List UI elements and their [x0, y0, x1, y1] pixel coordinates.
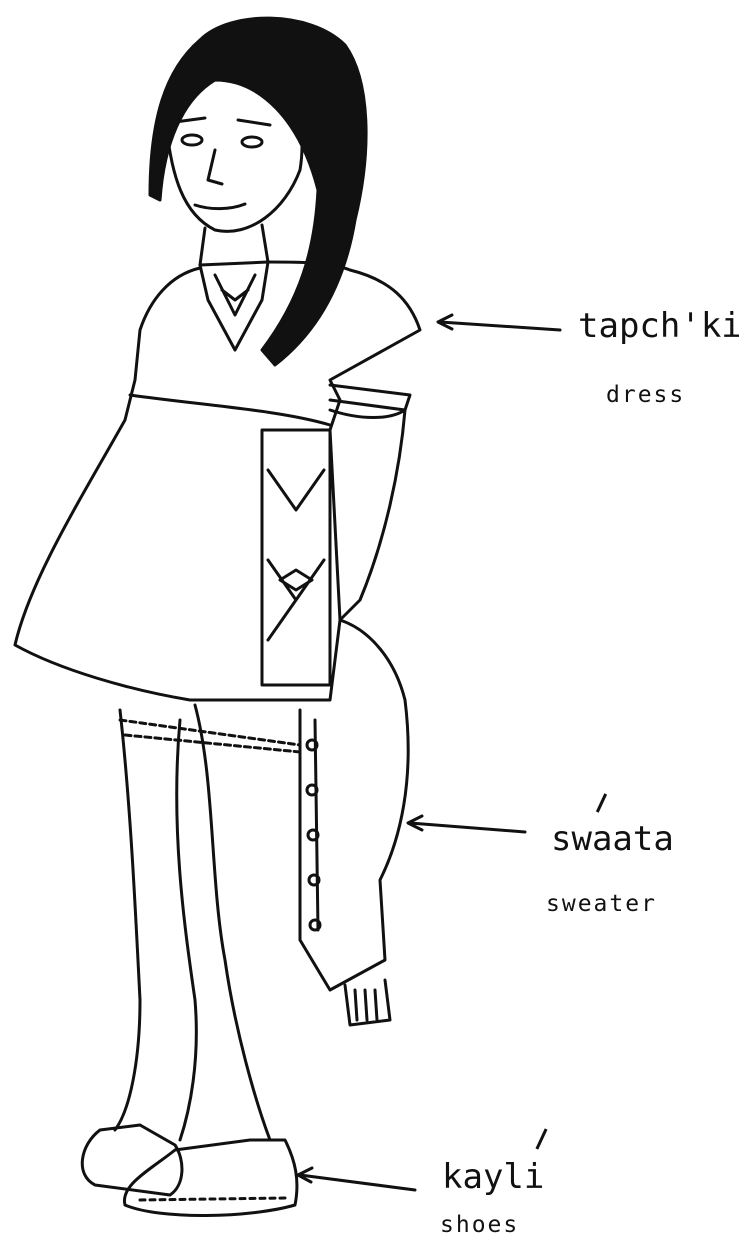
label-dress-word: tapch'ki [578, 309, 739, 343]
right-shoe [124, 1140, 297, 1216]
sweater-button [308, 830, 318, 840]
arrow-shoes [298, 1168, 415, 1190]
sweater-buttons-line [315, 720, 318, 930]
sweater-button [307, 785, 317, 795]
label-shoes-word: kayli [442, 1160, 544, 1194]
dress-waist [130, 395, 330, 425]
collar [200, 262, 268, 350]
sweater-button [310, 920, 320, 930]
dress [15, 262, 420, 700]
left-eye [182, 135, 202, 145]
mouth [195, 204, 245, 209]
eyebrows [175, 118, 270, 125]
shoe-stitch [140, 1198, 285, 1200]
leg-inner [177, 720, 197, 1140]
stocking-texture [120, 720, 300, 752]
sweater-cuff [345, 980, 390, 1025]
label-sweater-gloss: sweater [546, 893, 657, 916]
label-sweater-word: swaata [551, 822, 674, 856]
dress-panel [262, 430, 330, 685]
nose [208, 150, 222, 184]
sleeve [330, 385, 410, 410]
arrow-sweater [408, 816, 525, 832]
collar-pattern [215, 275, 255, 315]
left-leg [115, 710, 140, 1130]
right-leg [195, 705, 270, 1140]
right-eye [242, 137, 262, 147]
sweater-button [309, 875, 319, 885]
sweater-button [307, 740, 317, 750]
panel-pattern [268, 470, 324, 640]
label-shoes-gloss: shoes [440, 1214, 519, 1237]
label-dress-gloss: dress [606, 384, 685, 407]
arrow-dress [438, 315, 560, 330]
arm [330, 410, 405, 620]
